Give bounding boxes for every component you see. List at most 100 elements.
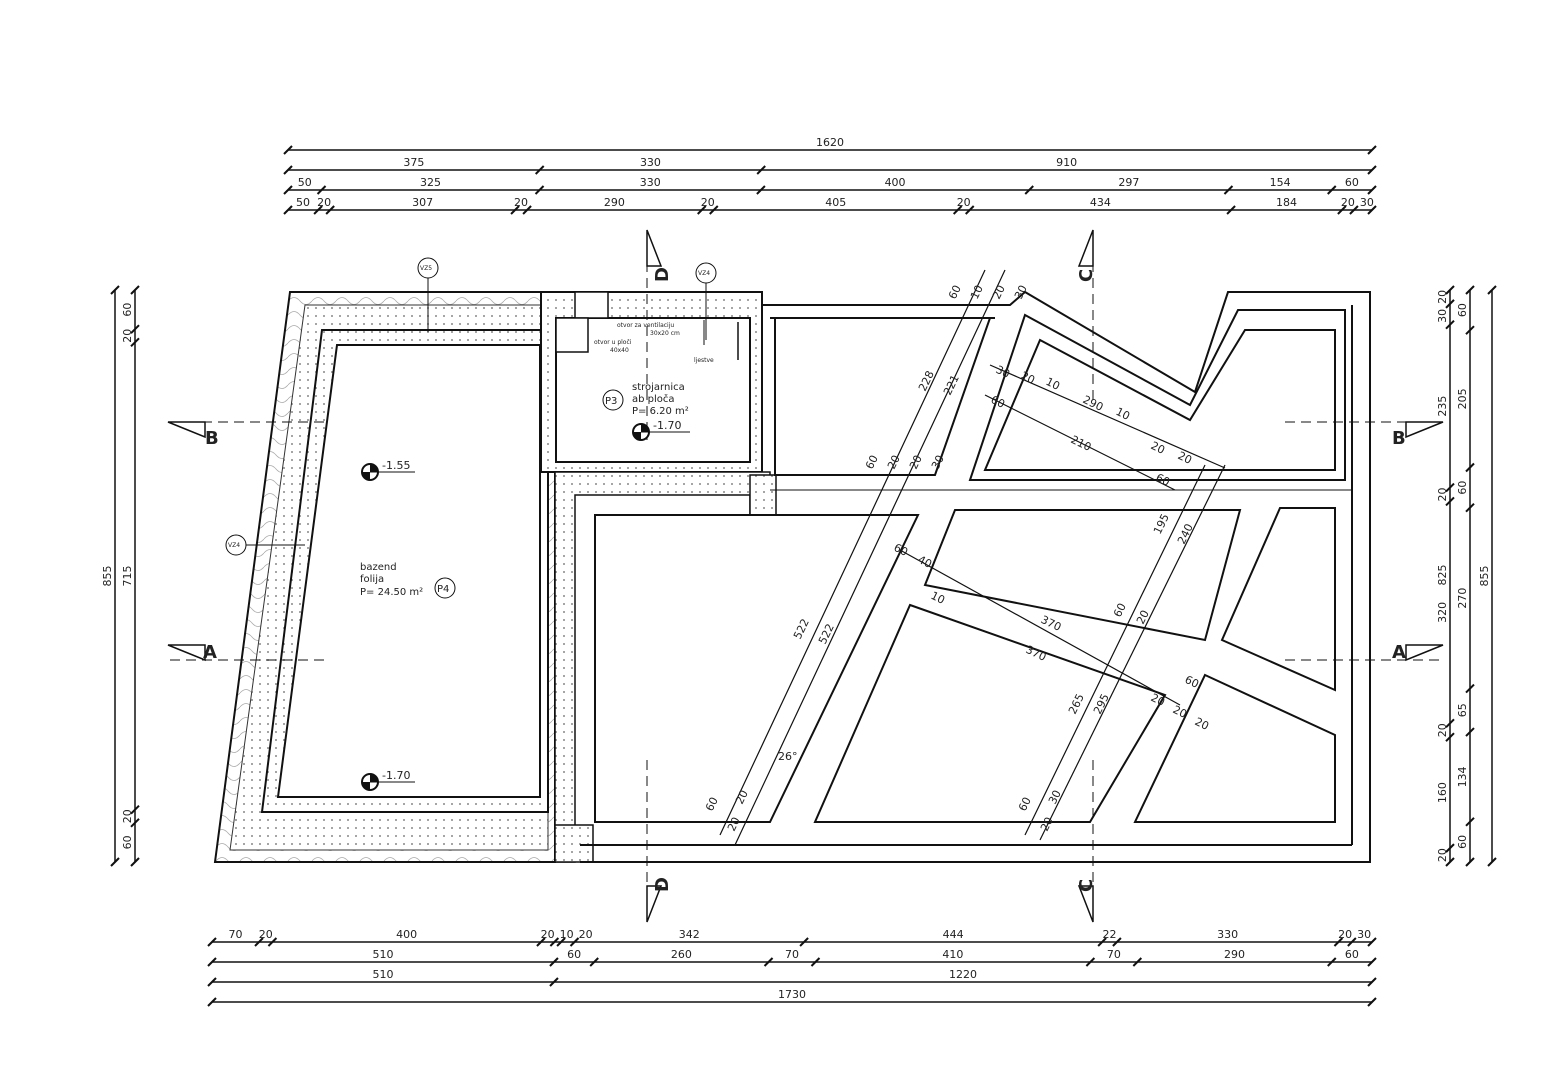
dimension-tick [534,165,545,175]
dimension-tick [1085,957,1096,967]
dimension-tick [1112,937,1122,947]
diagonal-dimension-value: 60 [1183,673,1201,691]
tag-vz4-top: VZ4 [698,270,710,277]
diagonal-dimension-value: 265 [1066,692,1087,717]
note-opening-size: 40x40 [610,347,629,354]
diagonal-dimension-value: 30 [1046,788,1064,806]
wall-column [749,474,777,516]
dimension-tick [1367,957,1377,967]
diagonal-dimension-value: 30 [929,453,947,471]
dimension-value: 1220 [949,968,977,981]
dimension-value: 60 [121,835,134,849]
diagonal-dimension-value: 60 [863,453,881,471]
dimension-tick [1333,937,1344,947]
diagonal-dimension-value: 370 [1039,613,1064,634]
dimension-tick [1465,727,1475,737]
dimension-value: 330 [640,176,661,189]
dimension-value: 60 [1456,303,1469,317]
dimension-value: 325 [420,176,441,189]
dimension-value: 20 [514,196,528,209]
dimension-value: 260 [671,948,692,961]
dimension-tick [1445,285,1455,295]
dimension-value: 20 [957,196,971,209]
dimension-tick [756,165,766,175]
dimension-value: 30 [1436,309,1449,323]
tag-vz4-left: VZ4 [228,542,240,549]
diagonal-dimension-line [719,269,986,836]
dimension-tick [1347,937,1357,947]
diagonal-dimension-line [734,269,1006,846]
diagonal-dimension-value: 295 [1091,692,1112,717]
diagonal-dimension-value: 20 [885,453,903,471]
dimension-value: 290 [1224,948,1245,961]
dimension-value: 50 [298,176,312,189]
dimension-tick [1337,205,1347,215]
tag-p4: P4 [437,584,449,595]
dimension-value: 405 [825,196,846,209]
dimension-tick [569,937,580,947]
dimension-value: 910 [1056,156,1077,169]
dimension-value: 297 [1118,176,1139,189]
dimension-value: 20 [1341,196,1355,209]
dimension-tick [709,205,719,215]
dimension-value: 825 [1436,565,1449,586]
diagonal-dimension-value: 20 [907,453,925,471]
dimension-value: 22 [1103,928,1117,941]
section-a-left: A [203,642,217,663]
dimension-tick [1487,285,1497,295]
level-pool-top: -1.55 [382,459,410,472]
dimension-value: 235 [1436,396,1449,417]
dimension-value: 10 [560,928,574,941]
dimension-value: 20 [1338,928,1352,941]
diagonal-dimension-value: 60 [892,541,910,559]
dimension-tick [763,957,774,967]
diagonal-dimension-value: 20 [1038,815,1056,833]
section-d-top: D [652,267,673,282]
dimension-value: 20 [121,329,134,343]
note-ladder: ljestve [694,357,714,364]
dimension-tick [1367,165,1377,175]
dimension-tick [316,185,327,195]
dimension-tick [267,937,278,947]
tag-p3: P3 [605,396,617,407]
dimension-tick [130,324,140,334]
dimension-tick [1465,683,1475,694]
diagonal-dimension-value: 10 [968,283,986,301]
level-marker-icon [361,463,415,481]
dimension-tick [1445,299,1455,309]
section-c-bottom: C [1076,879,1097,892]
dimension-value: 70 [228,928,242,941]
dimension-tick [130,804,140,815]
dimension-tick [810,957,821,967]
diagonal-dimension-value: 221 [941,373,962,398]
dimension-tick [110,285,120,295]
dimension-tick [1226,205,1236,215]
dimension-value: 205 [1456,388,1469,409]
dimension-tick [965,205,975,215]
diagonal-dimension-value: 195 [1151,512,1172,537]
section-b-left: B [205,428,219,449]
dimension-value: 184 [1276,196,1297,209]
diagonal-dimension-value: 20 [725,815,743,833]
dimension-tick [1487,857,1497,867]
dimension-value: 30 [1357,928,1371,941]
diagonal-dimension-value: 228 [916,369,937,394]
dimension-tick [1445,482,1455,493]
dimension-tick [1367,977,1377,987]
diagonal-dimension-value: 60 [703,795,721,813]
garden-layout [580,290,1371,863]
wall-column [554,824,594,863]
dimension-value: 307 [412,196,433,209]
dimension-tick [534,185,545,195]
diagonal-dimension-value: 40 [916,553,934,571]
dimension-tick [952,205,963,215]
dimension-tick [130,337,140,348]
dimension-tick [1445,496,1455,507]
dimension-value: 342 [679,928,700,941]
diagonal-dimension-value: 20 [1019,369,1037,387]
diagonal-dimension-value: 60 [1111,601,1129,619]
dimension-value: 154 [1270,176,1291,189]
diagonal-dimension-value: 20 [1134,608,1152,626]
diagonal-dimension-line [1024,464,1206,836]
dimension-tick [1465,285,1475,295]
